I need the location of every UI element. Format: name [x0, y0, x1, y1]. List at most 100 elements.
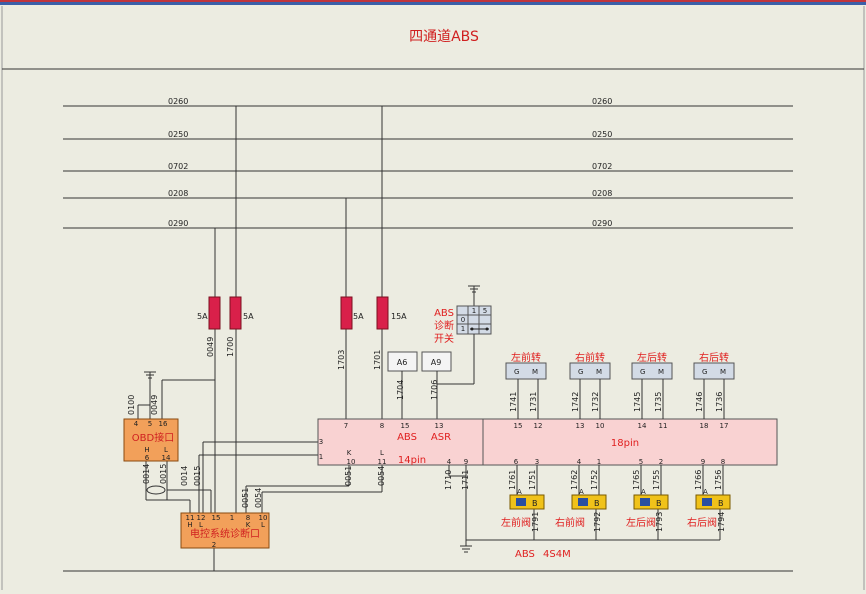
c18-top-pin: 12: [534, 422, 543, 430]
ecu-pin-10: 10: [259, 514, 268, 522]
bus-label-0208-left: 0208: [168, 189, 188, 198]
wire-1710: 1710: [444, 470, 453, 490]
diag-switch-row-0: 0: [461, 316, 465, 324]
c18-top-pin: 15: [514, 422, 523, 430]
c18-bottom-pin: 3: [535, 458, 539, 466]
valve-left-front: A B 左前阀: [501, 488, 545, 529]
diag-switch-col-5: 5: [483, 307, 487, 315]
obd-label: OBD接口: [132, 431, 174, 444]
ecu-pin-2: 2: [212, 541, 216, 549]
diag-switch-label-3: 开关: [434, 332, 454, 345]
fuse-1-rating: 5A: [197, 312, 208, 321]
indicators: A6 A9: [387, 351, 452, 419]
model-label-4s4m: 4S4M: [543, 549, 571, 560]
wire-1703: 1703: [337, 350, 346, 370]
valve-right-rear: A B 右后阀: [687, 488, 731, 529]
wire-0100: 0100: [127, 395, 136, 415]
ecu-pin-8: 8: [246, 514, 250, 522]
sensor-pin-m: M: [720, 368, 726, 376]
sensor-name-right-front: 右前转: [575, 351, 605, 364]
sensor-right-rear: [693, 362, 735, 380]
abs14-asr-label: ASR: [431, 432, 451, 443]
wire-1765: 1765: [632, 470, 641, 490]
sensor-pin-m: M: [532, 368, 538, 376]
c18-bottom-pin: 8: [721, 458, 725, 466]
wire-1794: 1794: [717, 512, 726, 532]
wire-1741: 1741: [509, 392, 518, 412]
wire-0051b: 0051: [344, 466, 353, 486]
bus-label-0208-right: 0208: [592, 189, 612, 198]
valve-pin-a: A: [641, 488, 646, 496]
sensor-left-rear: [631, 362, 673, 380]
wire-1751: 1751: [528, 470, 537, 490]
page-title: 四通道ABS: [409, 29, 479, 45]
wire-1731: 1731: [529, 392, 538, 412]
abs14-pin-4: 4: [447, 458, 452, 466]
wire-1742: 1742: [571, 392, 580, 412]
obd-pin-l: L: [164, 446, 168, 454]
ecu-pin-11: 11: [186, 514, 195, 522]
diag-switch-label-1: ABS: [434, 308, 454, 319]
sensor-name-left-rear: 左后转: [637, 351, 667, 364]
bus-label-0290-left: 0290: [168, 219, 188, 228]
ecu-pin-l2: L: [261, 521, 265, 529]
wire-1752: 1752: [590, 470, 599, 490]
wire-0051a: 0051: [241, 488, 250, 508]
abs-14pin-module: 7 8 15 13 3 1 K 10 L 11 4 9 ABS ASR 14pi…: [317, 418, 484, 466]
bus-label-0260-right: 0260: [592, 97, 612, 106]
abs14-pin-3: 3: [319, 438, 323, 446]
obd-pin-6: 6: [145, 454, 150, 462]
sensor-pin-g: G: [640, 368, 645, 376]
wire-1701: 1701: [373, 350, 382, 370]
sensor-pin-m: M: [658, 368, 664, 376]
valve-left-rear: A B 左后阀: [626, 488, 669, 529]
wire-1706: 1706: [430, 380, 439, 400]
abs14-pin-1: 1: [319, 453, 323, 461]
abs14-pin-10: 10: [347, 458, 356, 466]
wire-1791: 1791: [531, 512, 540, 532]
wire-1762: 1762: [570, 470, 579, 490]
c18-top-pin: 18: [700, 422, 709, 430]
ecu-diag-connector: 11 12 15 1 8 10 H L K L 2 电控系统诊断口: [180, 512, 270, 549]
abs14-abs-label: ABS: [397, 432, 417, 443]
wire-0054b: 0054: [377, 466, 386, 486]
valve-pin-b: B: [594, 499, 600, 508]
abs14-pin-9: 9: [464, 458, 468, 466]
connector-18pin: 18pin 15 12 13 10 14 11 18 17 6 3 4 1 5 …: [482, 418, 778, 466]
valve-pin-a: A: [579, 488, 584, 496]
abs14-pin-11: 11: [378, 458, 387, 466]
fuse-2: [229, 296, 242, 330]
sensor-name-right-rear: 右后转: [699, 351, 729, 364]
valve-name: 右后阀: [687, 516, 717, 529]
connector-18pin-box: [482, 418, 778, 466]
bus-label-0250-right: 0250: [592, 130, 612, 139]
wire-1736: 1736: [715, 392, 724, 412]
wire-1793: 1793: [655, 512, 664, 532]
valve-name: 左后阀: [626, 516, 656, 529]
sensor-pin-m: M: [596, 368, 602, 376]
bus-label-0702-left: 0702: [168, 162, 188, 171]
c18-top-pin: 17: [720, 422, 729, 430]
c18-bottom-pin: 9: [701, 458, 705, 466]
valves: A B 左前阀 A B 右前阀 A B 左后阀 A B 右后阀: [501, 488, 731, 529]
wire-1735: 1735: [654, 392, 663, 412]
indicator-a9-label: A9: [431, 358, 442, 367]
sensor-right-front: [569, 362, 611, 380]
c18-bottom-pin: 1: [597, 458, 601, 466]
valve-pin-b: B: [656, 499, 662, 508]
c18-bottom-pin: 6: [514, 458, 519, 466]
abs14-pin-15: 15: [401, 422, 410, 430]
fuse-4: [376, 296, 389, 330]
bus-label-0290-right: 0290: [592, 219, 612, 228]
wire-1792: 1792: [593, 512, 602, 532]
top-border: [0, 0, 866, 2]
valve-pin-a: A: [517, 488, 522, 496]
c18-top-pin: 13: [576, 422, 585, 430]
ecu-diag-box: [180, 512, 270, 549]
abs14-pins-label: 14pin: [398, 455, 426, 466]
indicator-a6-label: A6: [397, 358, 408, 367]
wire-0014b: 0014: [180, 466, 189, 486]
sensor-left-front: [505, 362, 547, 380]
ecu-pin-k: K: [246, 521, 251, 529]
